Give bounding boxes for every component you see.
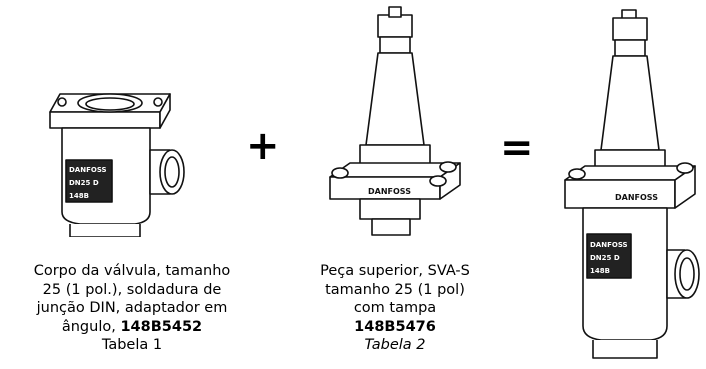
caption-line-with-code: ângulo, 148B5452 [22, 318, 242, 337]
assembled-valve-illustration: DANFOSS DN25 D 148B DANFOSS [564, 9, 700, 359]
part-number: 148B5476 [354, 318, 436, 335]
caption-line: junção DIN, adaptador em [36, 300, 228, 316]
top-part-marking: DANFOSS [368, 187, 411, 196]
assembled-marking-3: 148B [590, 267, 610, 275]
valve-body-illustration: DANFOSS DN25 D 148B [49, 93, 185, 237]
body-marking-2: DN25 D [69, 179, 99, 187]
assembled-marking-2: DN25 D [590, 254, 620, 262]
valve-body-caption: Corpo da válvula, tamanho 25 (1 pol.), s… [22, 262, 242, 355]
caption-line: Peça superior, SVA-S [320, 263, 470, 279]
body-marking-1: DANFOSS [69, 166, 107, 174]
caption-prefix: ângulo, [61, 318, 121, 335]
equals-sign: = [500, 125, 534, 171]
caption-line: com tampa [353, 300, 437, 316]
assembled-flange-marking: DANFOSS [615, 193, 658, 202]
table-reference: Tabela 1 [101, 337, 163, 353]
top-part-illustration: DANFOSS [329, 6, 461, 236]
part-number: 148B5452 [120, 318, 203, 335]
caption-line: Corpo da válvula, tamanho [33, 263, 231, 279]
caption-line: 25 (1 pol.), soldadura de [42, 281, 222, 298]
body-marking-3: 148B [69, 192, 89, 200]
top-part-caption: Peça superior, SVA-S tamanho 25 (1 pol) … [295, 262, 495, 355]
table-reference: Tabela 2 [364, 337, 426, 353]
caption-line: tamanho 25 (1 pol) [325, 281, 465, 298]
assembled-marking-1: DANFOSS [590, 241, 628, 249]
plus-sign: + [246, 123, 280, 169]
